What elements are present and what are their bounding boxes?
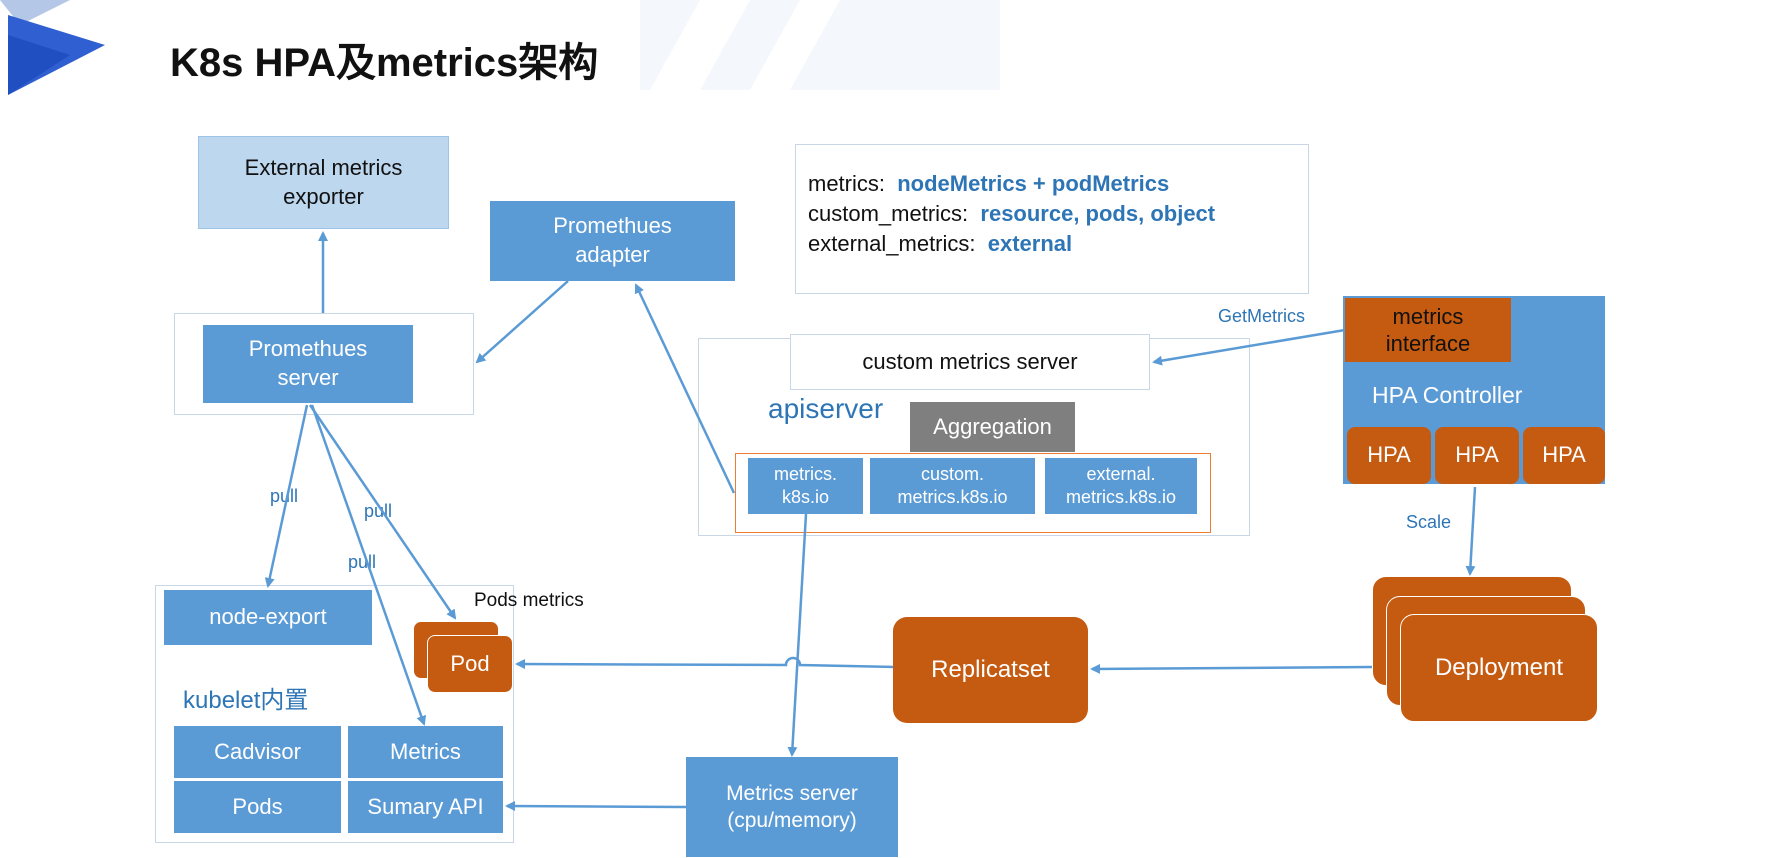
aggregation-label: Aggregation <box>910 402 1075 452</box>
api-group-external-metrics-k8s-io: external. metrics.k8s.io <box>1045 458 1197 514</box>
api-groups-container <box>735 453 1211 533</box>
prometheus-server-group <box>174 313 474 415</box>
hpa-box-3: HPA <box>1523 427 1605 484</box>
edge-label-scale: Scale <box>1406 512 1452 532</box>
arrow-replicaset-to-pod <box>515 656 894 670</box>
arrow-api-to-adapter <box>634 283 736 494</box>
metrics-api: Metrics <box>348 726 503 778</box>
pods-metrics-label: Pods metrics <box>474 590 584 611</box>
node-group <box>155 585 514 843</box>
cadvisor: Cadvisor <box>174 726 341 778</box>
legend-line-metrics: metrics: nodeMetrics + podMetrics <box>808 169 1296 199</box>
arrow-metrics-server-to-summary <box>505 801 687 812</box>
arrow-pull-pod <box>308 404 457 620</box>
legend-line-external: external_metrics: external <box>808 229 1296 259</box>
custom-metrics-server: custom metrics server <box>790 334 1150 390</box>
summary-api: Sumary API <box>348 781 503 833</box>
api-group-metrics-k8s-io: metrics. k8s.io <box>748 458 863 514</box>
arrow-pull-node-export <box>264 404 309 588</box>
page-title: K8s HPA及metrics架构 <box>170 41 599 85</box>
legend-line-custom: custom_metrics: resource, pods, object <box>808 199 1296 229</box>
legend-value-custom: resource, pods, object <box>980 201 1216 226</box>
api-group-custom-metrics-k8s-io: custom. metrics.k8s.io <box>870 458 1035 514</box>
edge-label-get-metrics: GetMetrics <box>1218 306 1306 326</box>
metrics-server: Metrics server (cpu/memory) <box>686 757 898 857</box>
external-metrics-exporter: External metrics exporter <box>198 136 449 229</box>
deployment: Deployment <box>1400 614 1598 722</box>
legend-value-metrics: nodeMetrics + podMetrics <box>897 171 1170 196</box>
arrow-pull-metrics <box>310 404 427 726</box>
hpa-controller-label: HPA Controller <box>1372 382 1523 408</box>
replicaset: Replicatset <box>893 617 1088 723</box>
arrow-adapter-to-prom <box>475 280 569 364</box>
hpa-box-1: HPA <box>1347 427 1431 484</box>
prometheus-server: Promethues server <box>203 325 413 403</box>
legend-value-external: external <box>987 231 1073 256</box>
arrow-hpa-getmetrics <box>1152 328 1346 366</box>
arrow-api-to-metrics-server <box>787 513 808 757</box>
header-background-decoration <box>640 0 1000 90</box>
arrow-deployment-to-replicaset <box>1090 663 1373 674</box>
arrow-hpa-scale <box>1465 486 1477 576</box>
legend-key-external: external_metrics: <box>808 231 976 256</box>
edge-label-pull-1: pull <box>270 486 299 506</box>
legend-key-metrics: metrics: <box>808 171 885 196</box>
prometheus-adapter: Promethues adapter <box>490 201 735 281</box>
kubelet-label: kubelet内置 <box>183 687 309 714</box>
node-export: node-export <box>164 590 372 645</box>
pod: Pod <box>427 635 513 693</box>
metrics-legend: metrics: nodeMetrics + podMetrics custom… <box>795 144 1309 294</box>
hpa-box-2: HPA <box>1435 427 1519 484</box>
apiserver-label: apiserver <box>768 393 884 424</box>
metrics-interface: metrics interface <box>1345 298 1511 362</box>
legend-key-custom: custom_metrics: <box>808 201 969 226</box>
header-logo-icon <box>0 0 105 95</box>
pods-api: Pods <box>174 781 341 833</box>
